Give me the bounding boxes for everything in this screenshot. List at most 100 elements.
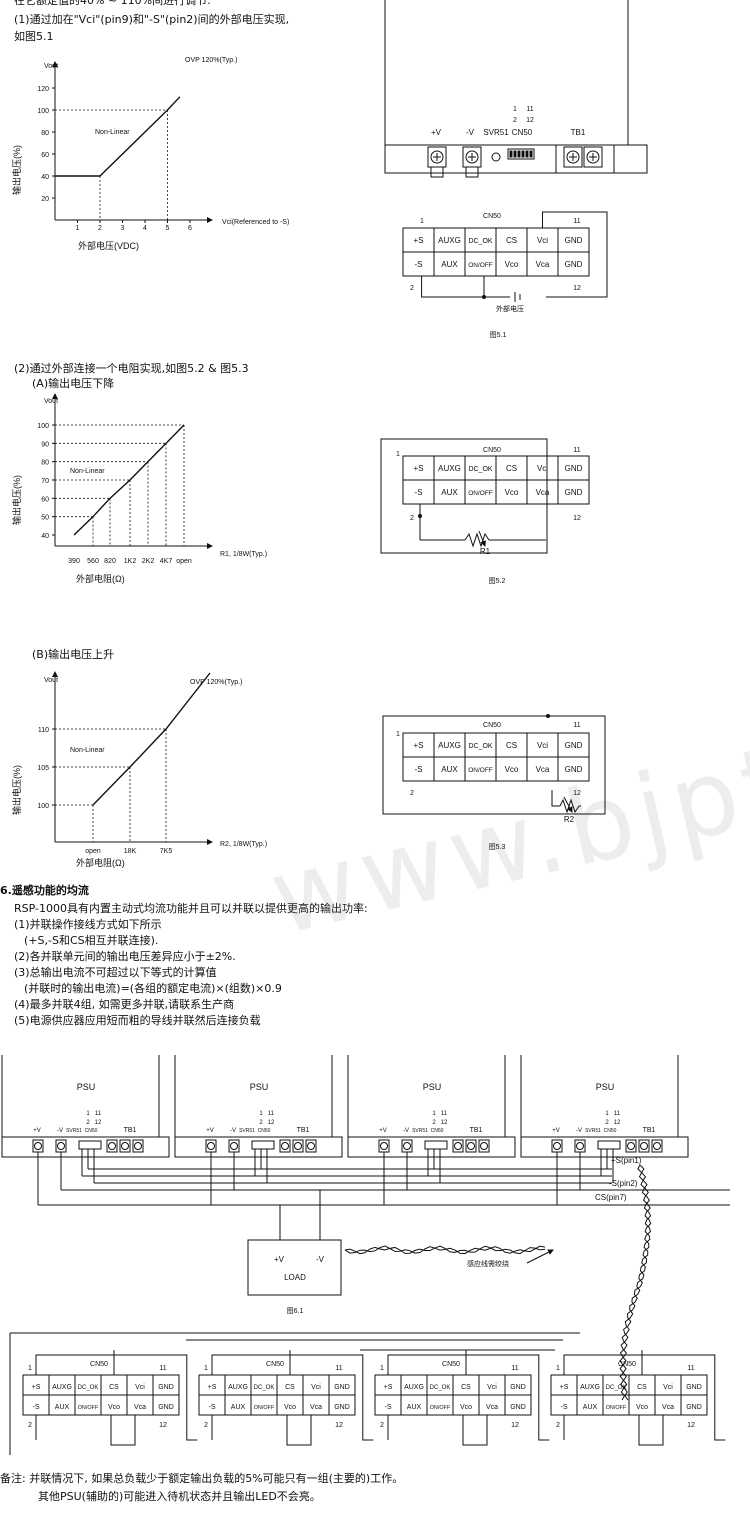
pin-2-label: 2 xyxy=(410,515,414,522)
y-tick-label: 100 xyxy=(37,108,49,115)
cn50-pin-gnd: GND xyxy=(565,236,583,245)
cn50-pin-s: -S xyxy=(415,260,423,269)
terminal-screw xyxy=(553,1142,561,1150)
pin-1-label: 1 xyxy=(556,1365,560,1372)
load-vplus-label: +V xyxy=(274,1255,285,1264)
x-tick-label: 560 xyxy=(87,558,99,565)
cn50-pin: DC_OK xyxy=(78,1385,99,1391)
tb1-terminal xyxy=(106,1139,118,1153)
cn50-pin-dcok: DC_OK xyxy=(468,238,492,245)
load-box xyxy=(247,1239,342,1296)
figure-5-2-caption: 图5.2 xyxy=(489,577,506,585)
x-axis-label: R1, 1/8W(Typ.) xyxy=(220,551,267,558)
pin-11-label: 11 xyxy=(573,722,580,729)
aux-loop xyxy=(35,1354,198,1441)
y-tick-label: 70 xyxy=(41,478,49,485)
gnd-loop xyxy=(462,1415,488,1446)
cn50-pin: GND xyxy=(686,1384,702,1391)
twist-pointer xyxy=(526,1249,554,1264)
cn50-pin: Vci xyxy=(487,1384,497,1391)
cn50-pin: Vco xyxy=(284,1404,296,1411)
twisted-load-wire-b xyxy=(344,1245,546,1255)
tb1-terminal xyxy=(625,1139,637,1153)
rsp-line-3: (+S,-S和CS相互并联连接). xyxy=(24,934,159,947)
tb1-terminal xyxy=(452,1139,464,1153)
pin-12-label: 12 xyxy=(268,1120,275,1126)
cn50-header xyxy=(424,1140,448,1150)
cn50-label: CN50 xyxy=(483,213,501,220)
plus-s-label: +S(pin1) xyxy=(611,1156,642,1165)
cn50-pin: -S xyxy=(385,1404,392,1411)
cn50-pin-aux: AUX xyxy=(441,488,458,497)
response-line xyxy=(73,424,185,536)
method-b-title: (B)输出电压上升 xyxy=(32,648,115,661)
cn50-pin: AUXG xyxy=(228,1384,248,1391)
cn50-pin: CS xyxy=(637,1384,647,1391)
cn50-pin-dcok: DC_OK xyxy=(468,743,492,750)
cn50-pin: AUXG xyxy=(404,1384,424,1391)
pin-1-label: 1 xyxy=(432,1111,436,1117)
note-line-2: 其他PSU(辅助的)可能进入待机状态并且输出LED不会亮。 xyxy=(38,1490,321,1503)
cn50-pin-s: +S xyxy=(413,741,423,750)
terminal-screw xyxy=(480,1142,488,1150)
intro-line-0: 在它额定值的40% ~ 110%间进行调节: xyxy=(14,0,211,7)
pin-11-label: 11 xyxy=(526,106,533,113)
tb1-terminal xyxy=(478,1139,490,1153)
aux-loop xyxy=(387,1354,550,1441)
cn50-pin: GND xyxy=(510,1384,526,1391)
pin-1-label: 1 xyxy=(396,731,400,738)
tb1-terminal xyxy=(305,1139,317,1153)
x-label-cn: 外部电阻(Ω) xyxy=(76,857,125,868)
terminal-screw xyxy=(57,1142,65,1150)
non-linear-label: Non-Linear xyxy=(70,747,105,754)
cn50-pin: ON/OFF xyxy=(78,1405,99,1411)
pin-12-label: 12 xyxy=(335,1422,343,1429)
terminal-screw xyxy=(640,1142,648,1150)
pin-2-label: 2 xyxy=(432,1120,436,1126)
cn50-pin-gnd: GND xyxy=(565,488,583,497)
x-tick-label: 390 xyxy=(68,558,80,565)
psu-label: PSU xyxy=(250,1082,269,1092)
cn50-pin: -S xyxy=(33,1404,40,1411)
cn50-pin xyxy=(525,150,529,158)
outer-loop xyxy=(382,715,606,815)
x-tick-label: 4 xyxy=(143,225,147,232)
vplus-label: +V xyxy=(552,1128,560,1134)
tb1-label: TB1 xyxy=(643,1127,656,1134)
r2-left-wire xyxy=(551,790,560,807)
pin-12-label: 12 xyxy=(441,1120,448,1126)
pin-11-label: 11 xyxy=(268,1111,275,1117)
cn50-pin-s: +S xyxy=(413,236,423,245)
svr51-label: SVR51 xyxy=(66,1128,82,1134)
cn50-pin-s: -S xyxy=(415,488,423,497)
cn50-pin-cs: CS xyxy=(506,236,517,245)
terminal-screw xyxy=(454,1142,462,1150)
cn50-header xyxy=(78,1140,102,1150)
terminal-screw xyxy=(207,1142,215,1150)
vminus-label: -V xyxy=(576,1128,582,1134)
cn50-pin: CS xyxy=(109,1384,119,1391)
cn50-pin: DC_OK xyxy=(254,1385,275,1391)
svr51-label: SVR51 xyxy=(412,1128,428,1134)
cn50-pin: Vci xyxy=(663,1384,673,1391)
tb1-terminal xyxy=(132,1139,144,1153)
non-linear-label: Non-Linear xyxy=(95,129,130,136)
tb1-label: TB1 xyxy=(571,128,586,137)
cn50-label: CN50 xyxy=(258,1128,271,1134)
vminus-label: -V xyxy=(57,1128,63,1134)
cn50-pin: GND xyxy=(158,1404,174,1411)
x-tick-label: 1K2 xyxy=(124,558,137,565)
cs-label: CS(pin7) xyxy=(595,1193,627,1202)
r1-wiper xyxy=(478,530,486,547)
load-vminus-label: -V xyxy=(316,1255,325,1264)
cn50-pin: ON/OFF xyxy=(254,1405,275,1411)
rsp-line-6: (并联时的输出电流)=(各组的额定电流)×(组数)×0.9 xyxy=(24,982,282,995)
cn50-pin: Vco xyxy=(460,1404,472,1411)
pin-12-label: 12 xyxy=(573,285,581,292)
y-tick-label: 100 xyxy=(37,803,49,810)
cn50-header xyxy=(251,1140,275,1150)
tb1-terminal xyxy=(583,146,603,168)
